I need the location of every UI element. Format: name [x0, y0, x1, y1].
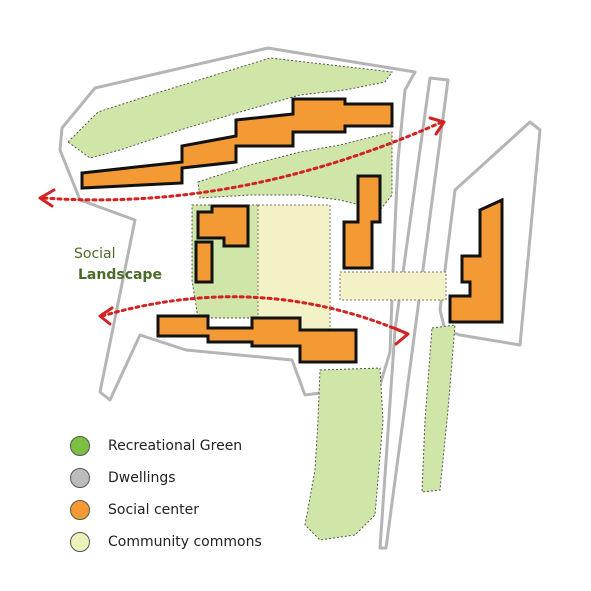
green-core — [197, 131, 393, 211]
social-label-line1: Social — [74, 246, 116, 262]
dwelling-plot-central-strip — [378, 76, 450, 550]
arrow-north-west-head — [38, 188, 56, 208]
arrow-south-east-head — [392, 326, 410, 346]
legend-label: Community commons — [108, 534, 262, 550]
green-northwest — [67, 57, 393, 159]
social-center-small-b — [194, 240, 214, 284]
social-center-far-east — [448, 197, 504, 324]
legend-item-social-center: Social center — [70, 494, 262, 526]
recreational-green-swatch — [70, 436, 90, 456]
arrow-south — [100, 295, 410, 336]
community-commons-swatch — [70, 532, 90, 552]
arrow-south-west-head — [98, 306, 114, 326]
dwellings-swatch — [70, 468, 90, 488]
social-center-south-terrace — [156, 314, 358, 364]
legend-label: Social center — [108, 502, 199, 518]
social-center-swatch — [70, 500, 90, 520]
arrow-heads — [38, 116, 446, 346]
legend-label: Recreational Green — [108, 438, 243, 454]
arrow-north — [42, 120, 444, 202]
social-center-small-a — [196, 204, 250, 248]
landscape-label-line2: Landscape — [78, 267, 162, 283]
social-center-east-tower — [342, 174, 382, 270]
arrow-north-east-head — [428, 116, 446, 136]
social-center-buildings — [80, 97, 504, 364]
social-center-north-terrace — [80, 97, 394, 190]
green-east-strip — [421, 324, 456, 493]
green-south-lobe — [304, 367, 384, 541]
legend-item-dwellings: Dwellings — [70, 462, 262, 494]
legend-item-recreational-green: Recreational Green — [70, 430, 262, 462]
legend: Recreational Green Dwellings Social cent… — [70, 430, 262, 558]
connection-arrows — [42, 120, 444, 336]
commons-central-plaza — [257, 204, 331, 331]
commons-east-connector — [339, 271, 447, 301]
community-commons-areas — [257, 204, 447, 331]
legend-label: Dwellings — [108, 470, 176, 486]
legend-item-community-commons: Community commons — [70, 526, 262, 558]
